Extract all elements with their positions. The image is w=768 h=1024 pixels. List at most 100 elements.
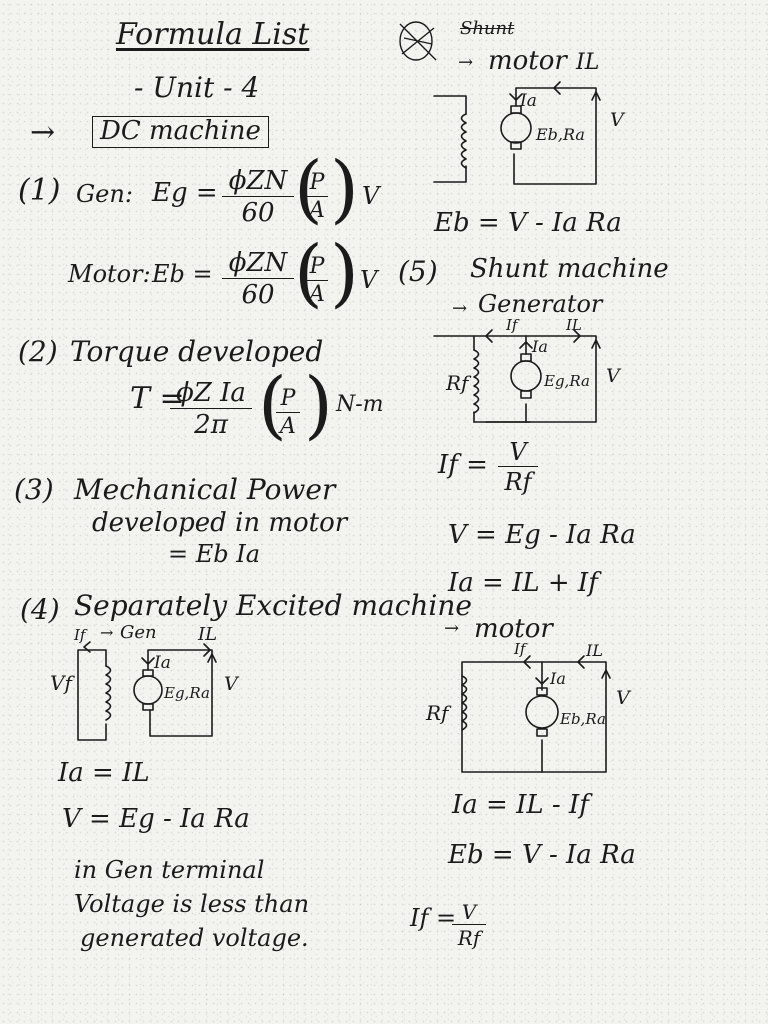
field-resistance-symbol: Rf (498, 466, 538, 494)
load-current-arrow (203, 643, 211, 657)
unit-heading: - Unit - 4 (134, 71, 260, 104)
separately-excited-circuit: If → Gen IL Ia Vf Eg,Ra V (50, 622, 240, 741)
shunt-generator-heading: Generator (478, 290, 603, 318)
field-coil-icon (105, 665, 112, 721)
page-title: Formula List (116, 17, 310, 52)
motor-load-current-label: IL (576, 50, 600, 75)
field-current-label: If (73, 626, 88, 644)
shunt-field-wire (473, 335, 531, 423)
shunt-motor-field-current-fraction: V Rf (452, 902, 486, 948)
field-current-fraction: V Rf (498, 440, 538, 494)
voltage-label: V (616, 687, 632, 709)
shunt-motor-current-equation: Ia = IL - If (452, 790, 589, 820)
load-current-label: IL (585, 641, 603, 660)
shunt-motor-back-emf-equation: Eb = V - Ia Ra (448, 840, 636, 870)
motor-arrow: → (458, 52, 474, 73)
generator-emf-fraction: ϕZN 60 (222, 168, 294, 226)
emf-numerator: ϕZN (228, 166, 288, 196)
shunt-motor-field-current-lhs: If = (410, 904, 457, 932)
shunt-machine-label: Shunt machine (470, 254, 669, 284)
formula-5-index: (5) (398, 255, 438, 288)
load-current-arrow (553, 81, 561, 95)
emf-denominator: 60 (222, 196, 294, 226)
emf-label: Eg,Ra (163, 684, 210, 702)
torque-label: Torque developed (70, 335, 324, 368)
section-arrow: → (30, 115, 56, 150)
p-symbol: P (309, 170, 325, 195)
torque-unit: N-m (336, 392, 384, 417)
field-resistance-symbol: Rf (452, 924, 486, 948)
open-paren: ( (294, 230, 323, 316)
separately-excited-motor-circuit: Ia Eb,Ra V (433, 81, 626, 185)
shunt-motor-arrow: → (444, 618, 460, 639)
field-resistance-label: Rf (425, 701, 452, 725)
terminal-voltage-equation: V = Eg - Ia Ra (62, 804, 250, 834)
voltage-label: V (610, 109, 626, 131)
voltage-arrow (601, 669, 611, 679)
open-paren: ( (294, 146, 323, 232)
mechanical-power-label: Mechanical Power (74, 473, 336, 506)
note-line-2: Voltage is less than (74, 890, 310, 918)
field-wire (433, 95, 467, 183)
brush-icon (510, 105, 522, 114)
section-heading-box: DC machine (92, 116, 269, 148)
brush-icon (536, 687, 548, 696)
field-current-label: If (505, 316, 520, 334)
emf-label: Eb,Ra (535, 125, 585, 144)
a-symbol: A (306, 196, 328, 222)
motor-heading: motor (488, 46, 567, 76)
field-current-arrow (485, 329, 493, 343)
note-line-3: generated voltage. (80, 924, 309, 952)
torque-p-over-a: P A (276, 388, 300, 438)
voltage-label: V (606, 365, 622, 387)
crossed-out-index (399, 21, 437, 61)
p-symbol: P (280, 386, 296, 411)
brush-icon (536, 728, 548, 737)
close-paren: ) (304, 362, 333, 448)
formula-2-index: (2) (18, 335, 58, 368)
back-emf-equation: Eb = V - Ia Ra (434, 208, 622, 238)
generator-label: Gen: (76, 180, 133, 208)
torque-numerator: ϕZ Ia (176, 378, 246, 408)
outer-wire (461, 661, 607, 773)
torque-fraction: ϕZ Ia 2π (170, 380, 252, 438)
armature-icon (133, 675, 163, 705)
struck-heading: Shunt (460, 18, 515, 39)
generator-emf-lhs: Eg = (152, 178, 218, 208)
voltage-arrow (591, 339, 601, 349)
volt-unit: V (360, 266, 378, 294)
shunt-generator-current-equation: Ia = IL + If (448, 568, 598, 598)
load-current-arrow (573, 329, 581, 343)
load-current-label: IL (565, 316, 582, 334)
armature-current-label: Ia (531, 337, 548, 356)
brush-icon (520, 390, 532, 399)
shunt-motor-circuit: If IL Ia Rf Eb,Ra V (425, 640, 632, 773)
field-coil-icon (460, 113, 467, 169)
armature-current-arrow (519, 341, 533, 349)
field-coil-icon (473, 349, 480, 414)
formula-3-index: (3) (14, 473, 54, 506)
armature-icon (500, 112, 532, 144)
brush-icon (520, 353, 532, 362)
generator-p-over-a: P A (306, 172, 328, 222)
a-symbol: A (306, 280, 328, 306)
close-paren: ) (330, 146, 359, 232)
field-wire (77, 649, 107, 741)
emf-label: Eg,Ra (543, 372, 590, 390)
field-coil-icon (461, 675, 468, 731)
armature-current-arrow (535, 677, 549, 685)
armature-current-label: Ia (519, 91, 537, 111)
voltage-arrow (591, 91, 601, 101)
field-voltage-label: Vf (50, 671, 75, 695)
p-symbol: P (309, 254, 325, 279)
emf-label: Eb,Ra (559, 710, 606, 728)
brush-icon (510, 141, 522, 150)
mechanical-power-expression: = Eb Ia (168, 540, 261, 568)
mechanical-power-label-2: developed in motor (92, 508, 348, 538)
generator-label: Gen (120, 622, 157, 643)
load-current-label: IL (197, 624, 217, 645)
arrow-symbol: → (100, 623, 113, 642)
armature-icon (510, 360, 542, 392)
field-current-arrow (523, 655, 531, 669)
motor-p-over-a: P A (306, 256, 328, 306)
